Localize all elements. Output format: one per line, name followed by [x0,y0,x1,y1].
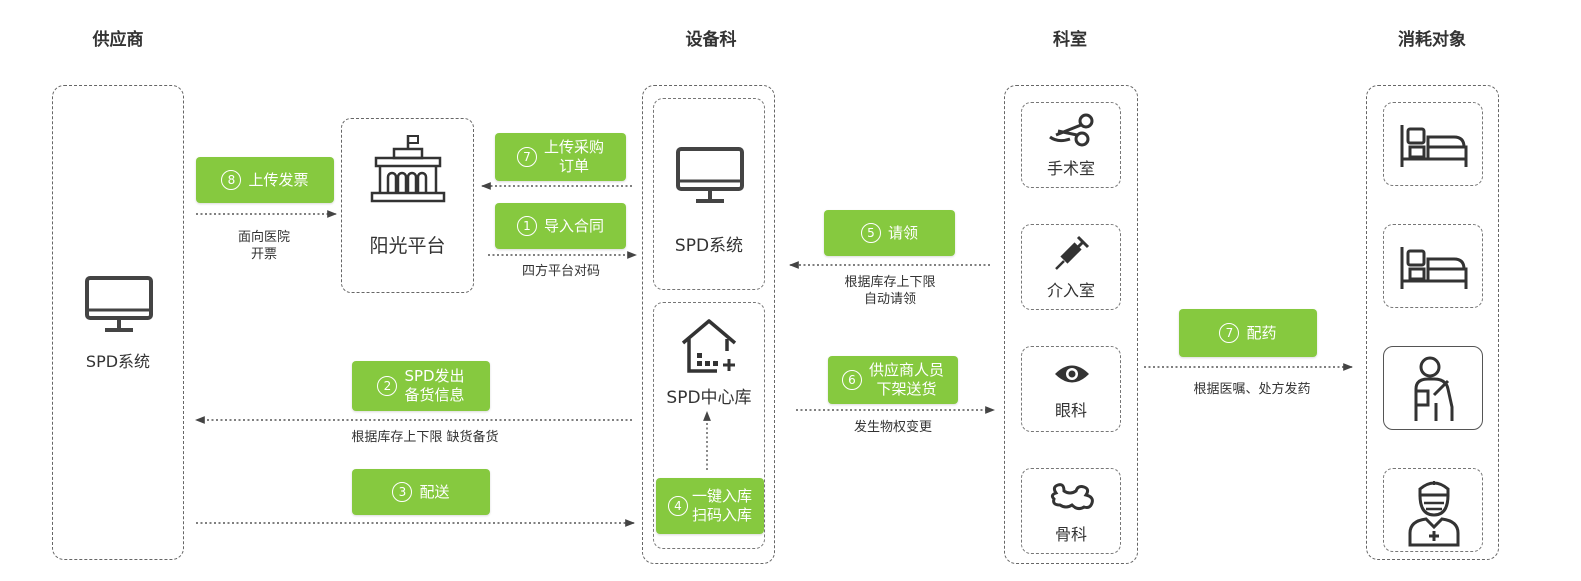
department-box: 手术室 介入室 眼科 骨科 [1004,85,1138,564]
supplier-spd-box[interactable]: SPD系统 [52,85,184,560]
step-number: 4 [667,496,688,516]
consumer-patient-1[interactable] [1383,102,1483,186]
step-label: 请领 [887,223,918,242]
spd-center-box[interactable]: SPD中心库 [653,302,765,549]
dept-orthopedics[interactable]: 骨科 [1021,468,1121,554]
step-label-line2: 扫码入库 [691,506,752,524]
caption-invoice-line2: 开票 [250,247,277,262]
caption-requisition-line1: 根据库存上下限 [844,275,936,290]
consumer-nurse[interactable] [1383,468,1483,552]
nurse-icon [1408,481,1460,547]
step-send-stock-info[interactable]: 2 SPD发出 备货信息 [352,361,490,411]
step-number: 6 [841,370,862,390]
step-label: 上传发票 [248,170,309,189]
caption-requisition: 根据库存上下限 自动请领 [820,274,960,308]
step-label: 上传采购 订单 [544,138,604,176]
step-label: 一键入库 扫码入库 [692,487,752,525]
step-label: 配药 [1246,323,1277,342]
step-number: 5 [860,223,881,243]
dept-surgery-label: 手术室 [1046,159,1095,178]
step-dispense[interactable]: 7 配药 [1179,309,1317,357]
caption-stock-restock: 根据库存上下限 缺货备货 [351,430,499,445]
dept-interventional[interactable]: 介入室 [1021,224,1121,310]
monitor-icon [85,276,153,332]
step-label-line1: 供应商人员 [868,361,944,379]
dept-interventional-label: 介入室 [1046,281,1095,300]
bone-icon [1050,483,1094,511]
step-stock-in[interactable]: 4 一键入库 扫码入库 [656,478,764,534]
step-number: 7 [1219,323,1240,343]
step-number: 8 [221,170,242,190]
step-requisition[interactable]: 5 请领 [824,210,955,256]
step-number: 2 [377,376,398,396]
surgery-scissors-icon [1049,113,1094,147]
step-delivery[interactable]: 3 配送 [352,469,490,515]
step-import-contract[interactable]: 1 导入合同 [495,203,626,249]
step-label-line2: 订单 [558,157,589,175]
caption-invoice: 面向医院 开票 [212,229,316,263]
dept-ophthalmology[interactable]: 眼科 [1021,346,1121,432]
equipment-dept-box: SPD系统 SPD中心库 [642,85,775,564]
caption-requisition-line2: 自动请领 [863,292,916,307]
warehouse-icon [681,319,737,373]
consumer-box [1366,85,1499,560]
step-upload-purchase-order[interactable]: 7 上传采购 订单 [495,133,626,181]
step-label: SPD发出 备货信息 [404,367,464,405]
step-label-line1: SPD发出 [404,367,465,385]
supplier-spd-label: SPD系统 [85,352,151,371]
caption-four-party: 四方平台对码 [521,264,600,279]
step-upload-invoice[interactable]: 8 上传发票 [196,157,334,203]
spd-system-label: SPD系统 [674,236,744,256]
spd-center-label: SPD中心库 [666,388,752,408]
step-label-line2: 下架送货 [876,380,937,398]
step-number: 1 [516,216,537,236]
header-department: 科室 [1053,30,1087,50]
caption-invoice-line1: 面向医院 [237,230,290,245]
header-consumer: 消耗对象 [1398,30,1466,50]
consumer-injured[interactable] [1383,346,1483,430]
caption-dispense: 根据医嘱、处方发药 [1193,382,1311,397]
step-label: 导入合同 [543,216,604,235]
step-label-line1: 一键入库 [691,487,752,505]
step-label-line2: 备货信息 [404,386,465,404]
header-supplier: 供应商 [92,30,144,50]
sunshine-platform-label: 阳光平台 [369,235,446,257]
sunshine-platform-box[interactable]: 阳光平台 [341,118,474,293]
step-label-line1: 上传采购 [543,138,604,156]
patient-bed-icon [1400,247,1468,289]
caption-ownership-change: 发生物权变更 [853,420,932,435]
step-label: 供应商人员 下架送货 [869,361,944,399]
header-equipment: 设备科 [685,30,737,50]
dept-orthopedics-label: 骨科 [1054,525,1087,544]
consumer-patient-2[interactable] [1383,224,1483,308]
step-number: 7 [516,147,537,167]
dept-ophthalmology-label: 眼科 [1054,401,1087,420]
spd-system-box[interactable]: SPD系统 [653,98,765,290]
injured-patient-icon [1414,356,1454,421]
step-supplier-delivery[interactable]: 6 供应商人员 下架送货 [828,356,958,404]
syringe-icon [1055,235,1090,270]
step-label: 配送 [419,482,450,501]
eye-icon [1055,365,1089,383]
dept-surgery[interactable]: 手术室 [1021,102,1121,188]
step-number: 3 [392,482,413,502]
government-building-icon [370,135,446,203]
monitor-icon [676,147,744,203]
patient-bed-icon [1400,125,1468,167]
